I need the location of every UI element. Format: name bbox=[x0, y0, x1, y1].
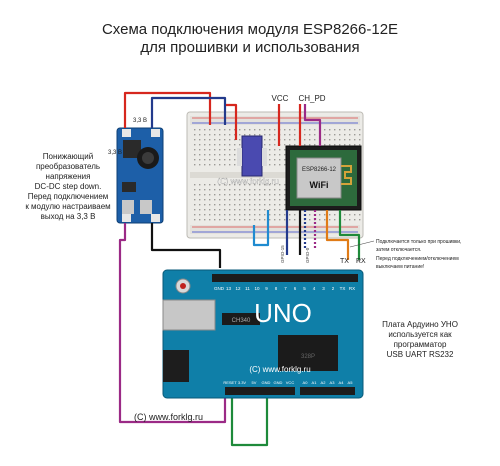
esp-module-label: ESP8266-12 bbox=[302, 167, 337, 173]
dcdc-note: Понижающий преобразователь напряжения DC… bbox=[25, 152, 110, 221]
wire-ch-pd bbox=[303, 104, 322, 146]
svg-text:Перед подключением: Перед подключением bbox=[28, 192, 109, 201]
svg-text:USB UART RS232: USB UART RS232 bbox=[387, 350, 454, 359]
title-line-1: Схема подключения модуля ESP8266-12E bbox=[102, 21, 398, 38]
svg-text:Перед подключением/отключением: Перед подключением/отключением bbox=[376, 256, 459, 262]
svg-text:Плата Ардуино УНО: Плата Ардуино УНО bbox=[382, 320, 458, 329]
wire-red-dcdc bbox=[123, 91, 212, 128]
wire-purple-vin bbox=[118, 223, 227, 424]
wire-red-reg bbox=[226, 103, 238, 140]
digital-pin-label-2: 12 bbox=[235, 286, 241, 291]
rx-label: RX bbox=[356, 258, 366, 265]
bottom-watermark: (C) www.forklg.ru bbox=[134, 412, 203, 422]
digital-pin-label-11: 3 bbox=[322, 286, 325, 291]
digital-pin-label-7: 7 bbox=[284, 286, 287, 291]
power-pin-label-1: 3.3V bbox=[238, 380, 247, 385]
arduino-watermark: (C) www.forklg.ru bbox=[249, 365, 310, 374]
vcc-label: VCC bbox=[272, 94, 289, 103]
svg-text:напряжения: напряжения bbox=[46, 172, 91, 181]
wire-light-blue bbox=[252, 210, 270, 247]
digital-pin-label-4: 10 bbox=[254, 286, 260, 291]
wire-blue-dcdc bbox=[150, 96, 227, 128]
dcdc-converter bbox=[116, 127, 164, 224]
power-pin-label-4: GND bbox=[274, 380, 283, 385]
esp-wifi-label: WiFi bbox=[310, 180, 329, 190]
power-header bbox=[225, 387, 295, 395]
svg-text:к модулю настраиваем: к модулю настраиваем bbox=[25, 202, 110, 211]
arduino-note: Плата Ардуино УНО используется как прогр… bbox=[382, 320, 458, 359]
ch-pd-label: CH_PD bbox=[298, 94, 325, 103]
digital-header bbox=[212, 274, 358, 282]
svg-text:выключаем питание!: выключаем питание! bbox=[376, 264, 424, 270]
digital-pin-label-1: 13 bbox=[226, 286, 232, 291]
power-pin-label-3: GND bbox=[262, 380, 271, 385]
voltage-regulator bbox=[237, 135, 267, 177]
wire-tx bbox=[325, 210, 350, 260]
arduino-chip-label: CH340 bbox=[232, 318, 251, 324]
wire-rx bbox=[338, 210, 361, 260]
gpio0-label: GPIO-0 bbox=[305, 247, 310, 263]
dcdc-voltage-top: 3,3 В bbox=[133, 118, 147, 124]
arduino-uno-board bbox=[162, 269, 364, 399]
power-pin-label-2: 5V bbox=[252, 380, 257, 385]
gpio15-label: GPIO-15 bbox=[280, 245, 285, 263]
analog-pin-label-0: A0 bbox=[303, 380, 309, 385]
analog-header bbox=[300, 387, 355, 395]
gpio0-note: Подключается только при прошивки, затем … bbox=[349, 239, 461, 270]
analog-pin-label-4: A4 bbox=[339, 380, 345, 385]
arduino-mcu-label: 328P bbox=[301, 354, 315, 360]
tx-label: TX bbox=[340, 258, 349, 265]
digital-pin-label-9: 5 bbox=[303, 286, 306, 291]
wires bbox=[118, 91, 361, 447]
digital-pin-label-14: RX bbox=[349, 286, 355, 291]
power-pin-label-0: RESET bbox=[223, 380, 237, 385]
breadboard-watermark: (C) www.forklg.ru bbox=[217, 177, 278, 186]
svg-text:выход на 3,3 В: выход на 3,3 В bbox=[41, 212, 96, 221]
svg-text:Подключается только при прошив: Подключается только при прошивки, bbox=[376, 239, 461, 245]
wire-reset-gnd bbox=[230, 390, 269, 447]
analog-pin-label-3: A3 bbox=[330, 380, 336, 385]
digital-pin-label-12: 2 bbox=[332, 286, 335, 291]
digital-pin-label-10: 4 bbox=[313, 286, 316, 291]
svg-text:преобразователь: преобразователь bbox=[36, 162, 100, 171]
svg-text:программатор: программатор bbox=[394, 340, 447, 349]
arduino-model: UNO bbox=[254, 298, 312, 328]
title-line-2: для прошивки и использования bbox=[140, 39, 359, 56]
digital-pin-label-6: 8 bbox=[275, 286, 278, 291]
esp8266-module: ESP8266-12 WiFi bbox=[285, 145, 362, 211]
digital-pin-label-0: GND bbox=[214, 286, 225, 291]
analog-pin-label-2: A2 bbox=[321, 380, 327, 385]
svg-text:затем отключается.: затем отключается. bbox=[376, 247, 421, 253]
svg-text:используется как: используется как bbox=[388, 330, 452, 339]
analog-pin-label-5: A5 bbox=[348, 380, 354, 385]
analog-pin-label-1: A1 bbox=[312, 380, 318, 385]
svg-text:DC-DC step down.: DC-DC step down. bbox=[35, 182, 102, 191]
digital-pin-label-3: 11 bbox=[245, 286, 250, 291]
wire-gnd bbox=[150, 223, 222, 268]
power-pin-label-5: VCC bbox=[286, 380, 295, 385]
digital-pin-label-5: 9 bbox=[265, 286, 268, 291]
digital-pin-label-13: TX bbox=[340, 286, 346, 291]
svg-text:Понижающий: Понижающий bbox=[43, 152, 93, 161]
digital-pin-label-8: 6 bbox=[294, 286, 297, 291]
dcdc-voltage-left: 3,3 В bbox=[108, 150, 122, 156]
